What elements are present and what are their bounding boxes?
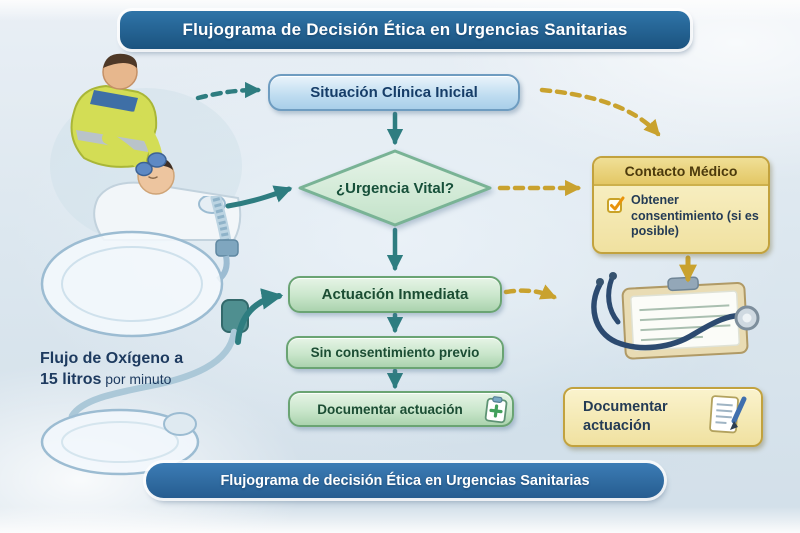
oxygen-flow-line1: Flujo de Oxígeno a bbox=[40, 350, 184, 367]
paper-pen-icon bbox=[707, 393, 749, 442]
arrow-initial-to-contact bbox=[539, 87, 661, 137]
oxygen-flow-label: Flujo de Oxígeno a 15 litros por minuto bbox=[40, 350, 250, 389]
node-label: Actuación Inmediata bbox=[321, 286, 469, 303]
node-label: Documentar actuación bbox=[317, 401, 463, 417]
checkbox-check-icon bbox=[606, 194, 626, 240]
decision-diamond-shape bbox=[298, 149, 492, 227]
panel-documentar-actuacion: Documentar actuación bbox=[563, 387, 763, 447]
node-label: Sin consentimiento previo bbox=[310, 345, 480, 360]
node-urgencia-vital: ¿Urgencia Vital? bbox=[296, 148, 494, 228]
footer-title: Flujograma de decisión Ética en Urgencia… bbox=[220, 472, 590, 489]
node-label: Situación Clínica Inicial bbox=[310, 84, 478, 101]
panel-contacto-medico: Contacto Médico Obtener consentimiento (… bbox=[592, 156, 770, 254]
node-documentar-actuacion: Documentar actuación bbox=[288, 391, 514, 427]
arrow-action-to-stethoscope bbox=[503, 284, 557, 300]
contact-title: Contacto Médico bbox=[594, 158, 768, 186]
node-label: ¿Urgencia Vital? bbox=[335, 179, 455, 197]
oxygen-flow-line2: 15 litros por minuto bbox=[40, 371, 250, 389]
page-title-banner: Flujograma de Decisión Ética en Urgencia… bbox=[120, 11, 690, 49]
footer-banner: Flujograma de decisión Ética en Urgencia… bbox=[146, 463, 664, 498]
paramedic-patient-illustration bbox=[50, 53, 242, 244]
contact-body-text: Obtener consentimiento (si es posible) bbox=[631, 193, 759, 239]
oxygen-flow-unit: por minuto bbox=[101, 371, 172, 387]
oxygen-bag-illustration bbox=[40, 196, 249, 476]
oxygen-flow-amount: 15 litros bbox=[40, 371, 102, 388]
node-actuacion-inmediata: Actuación Inmediata bbox=[288, 276, 502, 313]
clipboard-cross-icon bbox=[483, 395, 508, 427]
page-title: Flujograma de Decisión Ética en Urgencia… bbox=[182, 20, 628, 39]
panel-label: Documentar actuación bbox=[583, 399, 668, 434]
contact-body: Obtener consentimiento (si es posible) bbox=[594, 186, 768, 244]
node-sin-consentimiento-previo: Sin consentimiento previo bbox=[286, 336, 504, 369]
stethoscope-clipboard-illustration bbox=[591, 272, 760, 360]
node-situacion-clinica-inicial: Situación Clínica Inicial bbox=[268, 74, 520, 111]
